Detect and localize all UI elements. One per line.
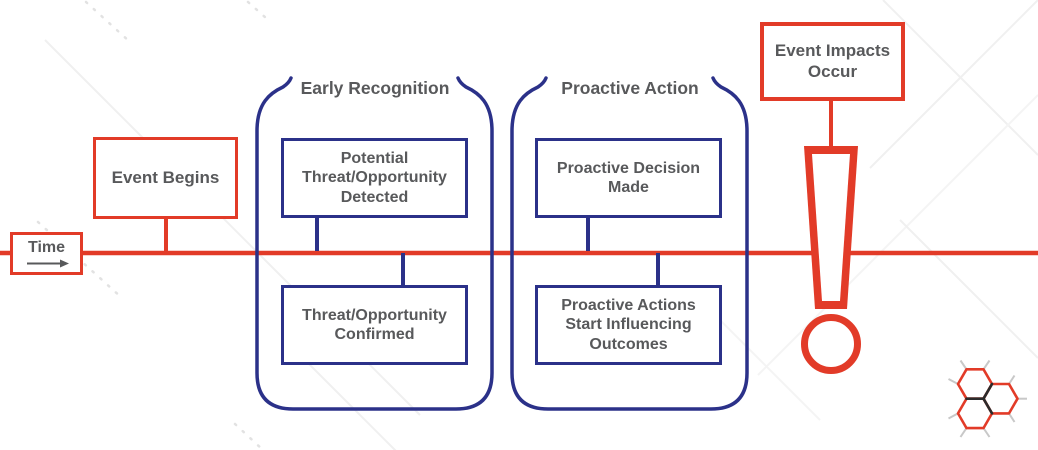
time-label: Time: [27, 239, 66, 257]
proactive-actions-box: Proactive Actions Start Influencing Outc…: [535, 285, 722, 365]
proactive-decision-box: Proactive Decision Made: [535, 138, 722, 218]
threat-confirmed-label: Threat/Opportunity Confirmed: [302, 306, 447, 343]
potential-threat-box: Potential Threat/Opportunity Detected: [281, 138, 468, 218]
proactive-decision-label: Proactive Decision Made: [556, 159, 701, 196]
exclamation-icon: [801, 146, 861, 374]
time-arrow-icon: [26, 259, 69, 268]
event-impacts-label: Event Impacts Occur: [774, 41, 891, 81]
proactive-action-bracket: [510, 76, 749, 411]
hexagon-logo-icon: [948, 359, 1027, 438]
early-recognition-title: Early Recognition: [300, 78, 450, 98]
early-recognition-bracket: [255, 76, 494, 411]
threat-confirmed-box: Threat/Opportunity Confirmed: [281, 285, 468, 365]
event-begins-box: Event Begins: [93, 137, 238, 219]
event-impacts-box: Event Impacts Occur: [760, 22, 905, 101]
proactive-action-title: Proactive Action: [561, 78, 699, 98]
time-box: Time: [10, 232, 83, 275]
proactive-actions-label: Proactive Actions Start Influencing Outc…: [561, 297, 696, 353]
event-begins-label: Event Begins: [111, 167, 220, 187]
potential-threat-label: Potential Threat/Opportunity Detected: [302, 150, 447, 206]
